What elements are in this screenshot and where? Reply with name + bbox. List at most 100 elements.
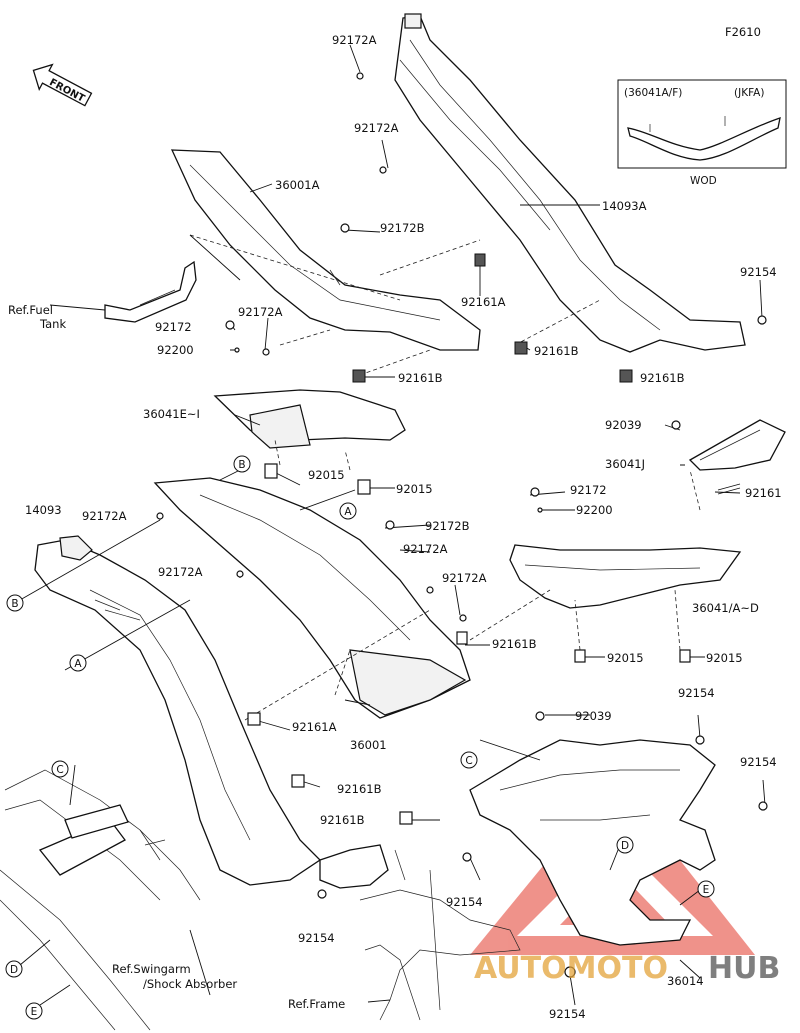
part-label-92161a: 92161A	[461, 295, 506, 309]
grommet-icon	[352, 369, 366, 383]
ref-fuel-tank-line1: Ref.Fuel	[8, 303, 53, 317]
part-label-14093a: 14093A	[602, 199, 647, 213]
part-label-92172a: 92172A	[442, 571, 487, 585]
ref-frame: Ref.Frame	[288, 997, 345, 1011]
part-label-92154: 92154	[549, 1007, 586, 1021]
ref-fuel-tank-line2: Tank	[39, 317, 66, 331]
part-label-92172a: 92172A	[354, 121, 399, 135]
part-label-92154: 92154	[678, 686, 715, 700]
cover-36041j	[688, 419, 786, 471]
part-label-92015: 92015	[706, 651, 743, 665]
watermark-text-hub: HUB	[708, 951, 780, 986]
part-label-92161b: 92161B	[492, 637, 537, 651]
watermark-text: AUTOMOTO HUB	[474, 951, 780, 986]
part-label-92015: 92015	[607, 651, 644, 665]
bolt-icon	[234, 347, 240, 353]
inset-box: (36041A/F) (JKFA) WOD	[617, 79, 787, 187]
grommet-icon	[456, 631, 468, 645]
fasteners	[156, 72, 768, 978]
grommet-icon	[574, 649, 586, 663]
bolt-icon	[225, 320, 235, 330]
callout-a-2: A	[69, 654, 87, 672]
part-label-92154: 92154	[446, 895, 483, 909]
part-label-92015: 92015	[396, 482, 433, 496]
bolt-icon	[156, 512, 164, 520]
callout-label: B	[11, 598, 18, 610]
grommet-icon	[619, 369, 633, 383]
callout-label: B	[238, 459, 245, 471]
grommet-icon	[247, 712, 261, 726]
inset-header-right: (JKFA)	[734, 87, 764, 99]
bolt-icon	[537, 507, 543, 513]
bolt-icon	[757, 315, 767, 325]
bolt-icon	[695, 735, 705, 745]
callout-e-2: E	[25, 1002, 43, 1020]
bolt-icon	[530, 487, 540, 497]
part-label-36001: 36001	[350, 738, 387, 752]
part-label-92172a: 92172A	[403, 542, 448, 556]
cover-36001	[153, 477, 471, 719]
cover-36001a	[170, 149, 481, 351]
bolt-icon	[236, 570, 244, 578]
part-label-92172: 92172	[570, 483, 607, 497]
bolt-icon	[385, 520, 395, 530]
part-label-92172a: 92172A	[82, 509, 127, 523]
part-labels: 92172A 92172A 36001A 14093A 92172B 92161…	[25, 33, 782, 1021]
part-label-92161b: 92161B	[534, 344, 579, 358]
callout-b-1: B	[233, 455, 251, 473]
callout-label: E	[31, 1006, 38, 1018]
spring-icon	[717, 483, 741, 495]
part-label-92161b: 92161B	[337, 782, 382, 796]
bolt-icon	[459, 614, 467, 622]
callout-label: A	[74, 658, 82, 670]
rear-bracket	[319, 844, 389, 889]
grommet-icon	[291, 774, 305, 788]
cover-36041a	[509, 544, 742, 609]
bolt-icon	[262, 348, 270, 356]
grommet-icon	[474, 253, 486, 267]
part-label-92039: 92039	[575, 709, 612, 723]
grommet-icon	[357, 479, 371, 495]
ref-swingarm-line1: Ref.Swingarm	[112, 962, 191, 976]
part-label-92172: 92172	[155, 320, 192, 334]
side-cover-14093	[34, 535, 322, 886]
frame-cover-14093a	[394, 13, 746, 353]
part-label-92172b: 92172B	[425, 519, 470, 533]
part-label-92161b: 92161B	[640, 371, 685, 385]
frame-ref	[359, 849, 521, 1021]
bolt-icon	[340, 223, 350, 233]
part-label-92172b: 92172B	[380, 221, 425, 235]
callout-b-2: B	[6, 594, 24, 612]
swingarm-ref	[0, 769, 201, 1031]
figure-id: F2610	[725, 25, 761, 39]
part-label-92200: 92200	[157, 343, 194, 357]
part-label-92015: 92015	[308, 468, 345, 482]
part-label-92154: 92154	[298, 931, 335, 945]
inset-header-left: (36041A/F)	[624, 87, 682, 99]
bolt-icon	[317, 889, 327, 899]
part-label-92200: 92200	[576, 503, 613, 517]
part-label-36041e: 36041E~I	[143, 407, 200, 421]
bolt-icon	[671, 420, 681, 430]
part-label-36041a: 36041/A~D	[692, 601, 759, 615]
grommet-icon	[264, 463, 278, 479]
cover-36041e	[213, 389, 406, 449]
bolt-icon	[379, 166, 387, 174]
callout-label: E	[703, 884, 710, 896]
callout-label: C	[56, 764, 63, 776]
callout-label: C	[465, 755, 472, 767]
bolt-icon	[426, 586, 434, 594]
callout-d-1: D	[616, 836, 634, 854]
callout-label: A	[344, 506, 352, 518]
bolt-icon	[535, 711, 545, 721]
callout-e-1: E	[697, 880, 715, 898]
callout-d-2: D	[5, 960, 23, 978]
part-label-14093: 14093	[25, 503, 62, 517]
cover-36014	[469, 739, 716, 946]
part-label-92161b: 92161B	[320, 813, 365, 827]
part-label-92154: 92154	[740, 755, 777, 769]
bolt-icon	[356, 72, 364, 80]
part-label-92039: 92039	[605, 418, 642, 432]
callout-c-2: C	[460, 751, 478, 769]
